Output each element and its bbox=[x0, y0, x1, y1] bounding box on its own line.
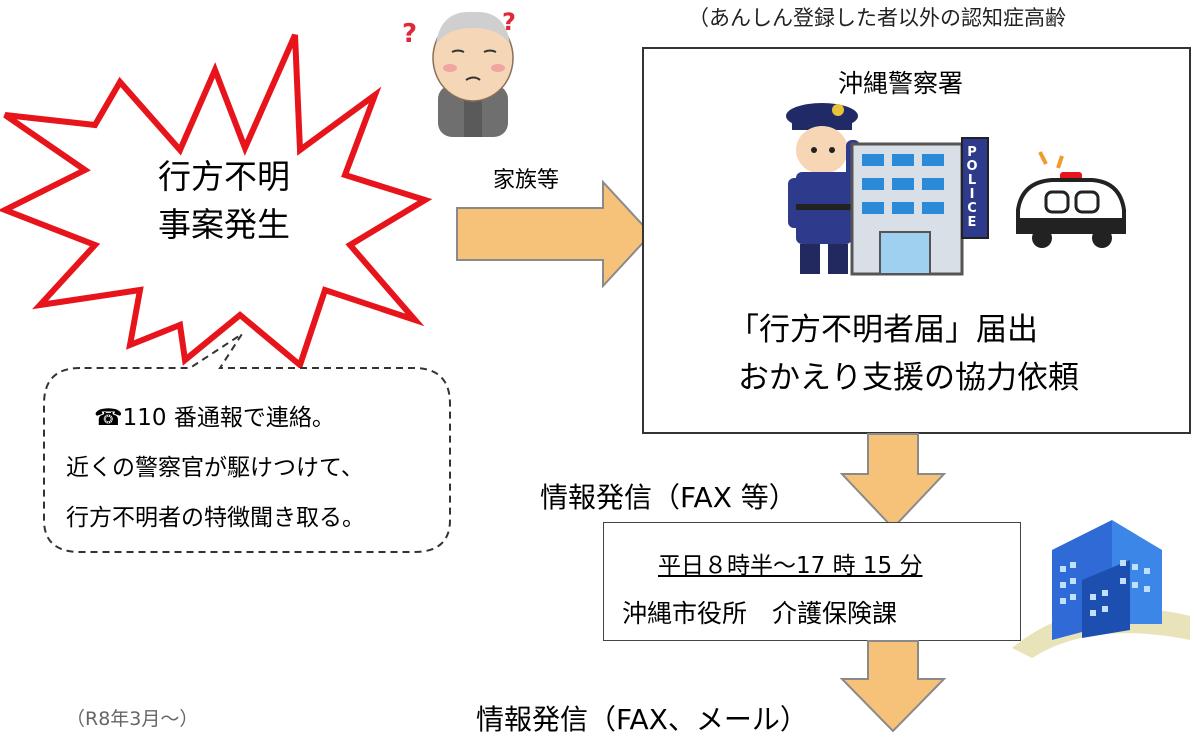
confused-elderly-icon: ? ? bbox=[402, 8, 516, 137]
speech-bubble bbox=[43, 333, 451, 553]
burst-line-1: 行方不明 bbox=[158, 157, 290, 196]
info-1: 情報発信（FAX 等） bbox=[540, 481, 797, 514]
city-box-hours: 平日８時半～17 時 15 分 bbox=[658, 553, 923, 579]
office-building-icon bbox=[1012, 520, 1190, 658]
police-building-icon bbox=[850, 137, 989, 276]
phone-icon: ☎ bbox=[94, 405, 123, 431]
svg-text:?: ? bbox=[402, 19, 417, 49]
info-2: 情報発信（FAX、メール） bbox=[476, 703, 808, 736]
city-box-office: 沖縄市役所 介護保険課 bbox=[622, 599, 898, 628]
arrow-right-icon bbox=[456, 179, 653, 289]
police-officer-icon bbox=[786, 103, 860, 274]
top-note: （あんしん登録した者以外の認知症高齢 bbox=[688, 6, 1066, 30]
police-box-title: 沖縄警察署 bbox=[838, 69, 964, 98]
police-box-line-2: おかえり支援の協力依頼 bbox=[738, 360, 1079, 396]
bubble-line-1: ☎110 番通報で連絡。 bbox=[94, 405, 335, 431]
burst-shape bbox=[0, 33, 433, 371]
police-box-line-1: 「行方不明者届」届出 bbox=[728, 312, 1038, 348]
arrow-family-label: 家族等 bbox=[493, 168, 560, 193]
arrow-down-icon-2 bbox=[839, 640, 947, 733]
arrow-down-icon bbox=[839, 433, 947, 530]
footer-note: （R8年3月～） bbox=[66, 708, 199, 730]
burst-line-2: 事案発生 bbox=[158, 205, 290, 244]
bubble-line-2: 近くの警察官が駆けつけて、 bbox=[66, 455, 364, 481]
city-office-box bbox=[603, 522, 1021, 641]
bubble-line-3: 行方不明者の特徴聞き取る。 bbox=[66, 505, 365, 531]
police-car-icon bbox=[1016, 151, 1126, 248]
police-sign: POLICE bbox=[966, 145, 978, 230]
